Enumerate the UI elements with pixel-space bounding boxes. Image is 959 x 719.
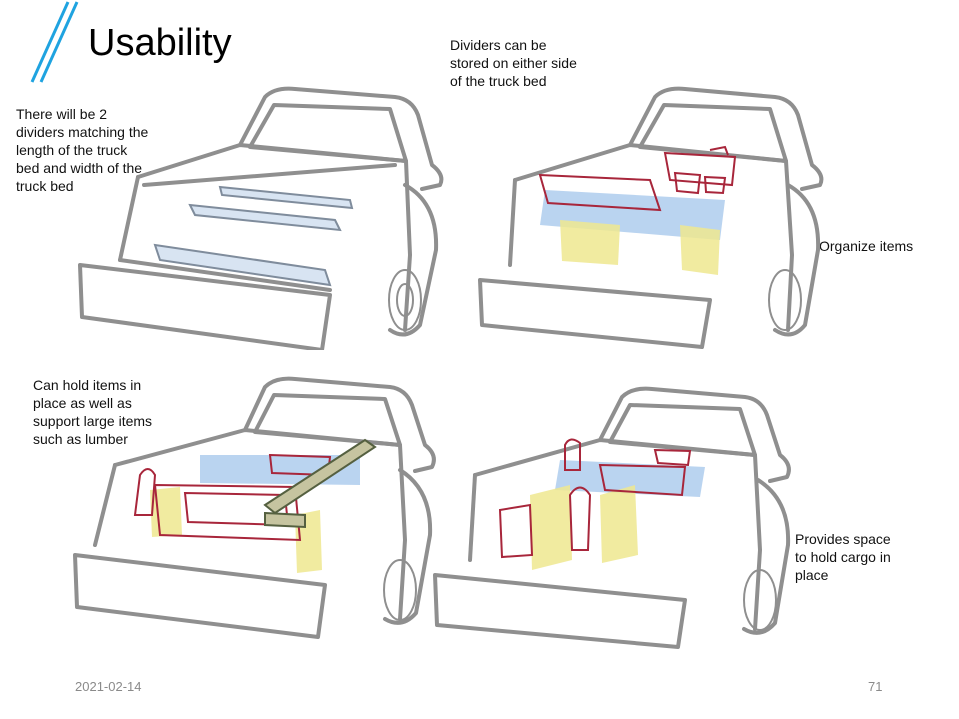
truck-bed-lumber-sketch xyxy=(73,376,436,639)
truck-bed-dividers-stored-sketch xyxy=(78,86,444,350)
page-number: 71 xyxy=(868,679,883,694)
truck-bed-organized-sketch xyxy=(478,86,824,349)
note-cargo-space: Provides space to hold cargo in place xyxy=(795,531,891,583)
note-dividers-count: There will be 2 dividers matching the le… xyxy=(16,106,149,194)
truck-bed-cargo-sketch xyxy=(433,386,791,649)
note-dividers-storage: Dividers can be stored on either side of… xyxy=(450,37,577,89)
title-accent-lines xyxy=(30,1,79,83)
footer-date: 2021-02-14 xyxy=(75,679,142,694)
slide-title: Usability xyxy=(88,22,232,64)
note-hold-items: Can hold items in place as well as suppo… xyxy=(33,377,153,447)
note-organize: Organize items xyxy=(819,238,914,254)
